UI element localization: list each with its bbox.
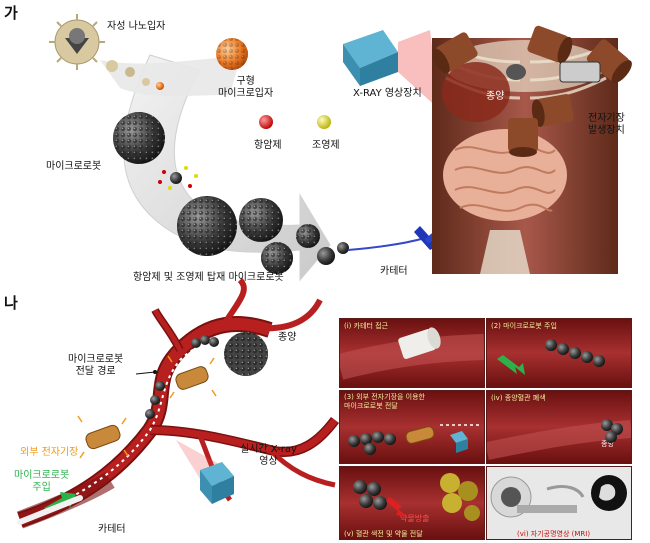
label-anticancer-drug: 항암제 [254,140,282,151]
panel-extra-label: 종양 [601,440,614,448]
label-catheter-b: 카테터 [98,524,126,535]
panel-embolization-drug-delivery: 약물방출 (v) 혈관 색전 및 약물 전달 [339,466,485,540]
label-contrast-agent: 조영제 [312,140,340,151]
xray-device-icon [343,30,440,110]
panel-catheter-approach: (i) 카테터 접근 [339,318,485,388]
panel-mri: (vi) 자기공명영상 (MRI) [486,466,632,540]
label-microrobot-injection: 마이크로로봇 주입 [14,470,70,493]
catheter-b-icon [17,495,83,525]
left-microrobot-clusters [145,335,219,419]
torso-illustration [432,38,618,274]
panel-caption: (2) 마이크로로봇 주입 [491,322,557,330]
path-callout-line [135,371,156,375]
tumor-b-icon [224,332,268,376]
em-coil-icons [432,25,632,157]
panel-caption: (vi) 자기공명영상 (MRI) [517,530,591,538]
panel-caption: (iv) 종양혈관 폐색 [491,394,546,402]
tumor-icon [506,64,526,80]
panel-tumor-vessel-occlusion: (iv) 종양혈관 폐색 종양 [486,390,632,464]
process-arrow [123,54,331,282]
anticancer-drug-icon [259,115,273,129]
label-realtime-xray: 실시간 X-ray 영상 [240,444,297,467]
panel-caption: (3) 외부 전자기장을 이용한 마이크로로봇 전달 [344,393,425,410]
label-em-field-device: 전자기장 발생장치 [588,113,625,136]
em-delivery-art [348,424,480,455]
process-arrow-upper [100,57,240,97]
panel-extra-label: 약물방출 [400,514,430,523]
label-tumor-b: 종양 [278,332,297,343]
embolization-art [353,473,480,521]
label-tumor-a: 종양 [486,91,505,102]
mixing-dots-icon [158,166,198,190]
tumor-occlusion-art [487,419,631,460]
label-external-em-field: 외부 전자기장 [20,447,79,458]
contrast-agent-icon [317,115,331,129]
xray-device-b-icon [176,440,234,504]
label-microrobot-path: 마이크로로봇 전달 경로 [68,354,124,377]
catheter-line [347,237,426,251]
microrobot-icon [113,112,165,164]
label-loaded-microrobot: 항암제 및 조영제 탑재 마이크로로봇 [133,272,284,283]
label-xray-device: X-RAY 영상장치 [353,88,422,99]
microrobot-injection-art [497,339,605,375]
nanoparticle-trail-icon [106,60,164,90]
label-spherical-microparticle: 구형 마이크로입자 [218,76,274,99]
panel-microrobot-injection: (2) 마이크로로봇 주입 [486,318,632,388]
catheter-approach-art [340,327,484,380]
label-magnetic-nanoparticle: 자성 나노입자 [107,21,166,32]
loaded-microrobot-cluster-icon [177,196,349,274]
em-coil-robot-lower [77,415,129,459]
panel-caption: (i) 카테터 접근 [344,322,389,330]
label-catheter-a: 카테터 [380,266,408,277]
panel-em-delivery: (3) 외부 전자기장을 이용한 마이크로로봇 전달 [339,390,485,464]
label-microrobot: 마이크로로봇 [46,161,102,172]
spherical-microparticle-icon [216,38,248,70]
section-b-marker: 나 [4,294,18,312]
mri-scanner-art [490,475,627,518]
panel-caption: (v) 혈관 색전 및 약물 전달 [344,530,423,538]
section-a-marker: 가 [4,4,18,22]
em-coil-robot-upper [167,355,217,399]
magnetic-nanoparticle-icon [49,14,105,70]
